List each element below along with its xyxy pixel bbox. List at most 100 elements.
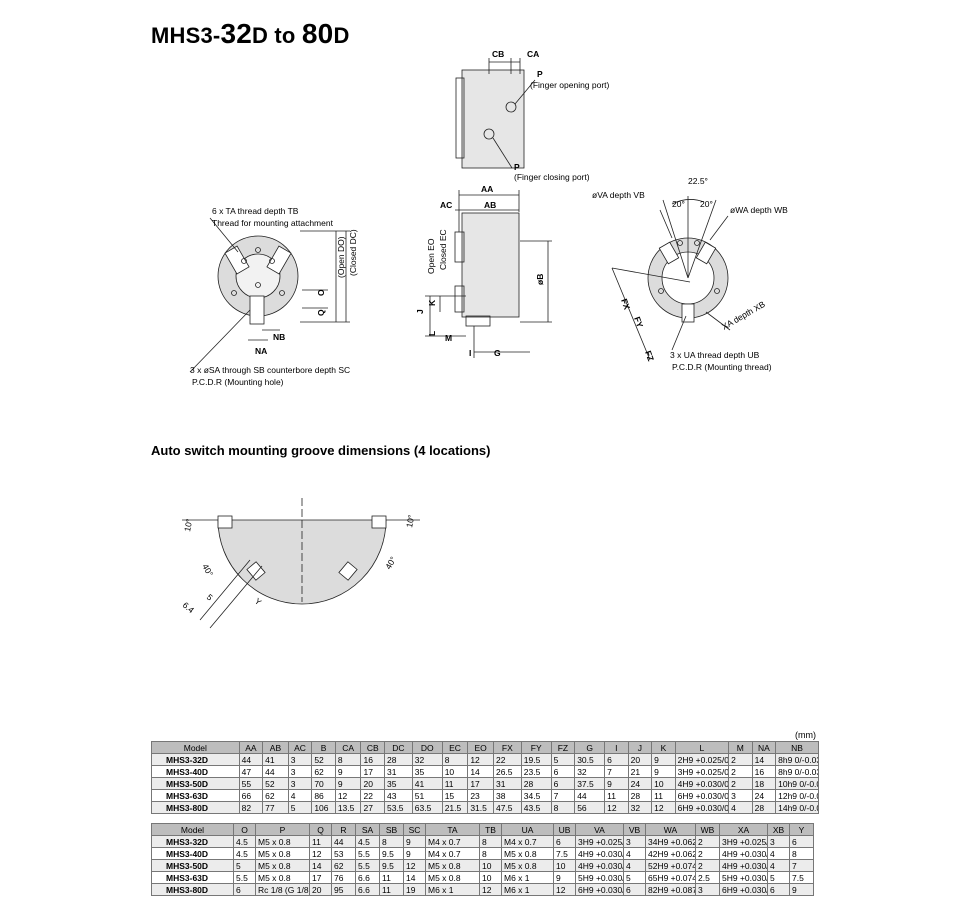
table-cell: 9 — [403, 847, 426, 860]
table-cell: 9 — [604, 777, 629, 790]
opening-port-icon — [505, 101, 517, 113]
table-cell: M5 x 0.8 — [255, 835, 310, 848]
label-open-do: (Open DO) — [336, 236, 346, 278]
table-cell: 4 — [623, 847, 646, 860]
table-cell: 3 — [728, 789, 753, 802]
table-cell: 2 — [728, 765, 753, 778]
label-ta-note2: Thread for mounting attachment — [212, 218, 334, 228]
column-header: M — [728, 741, 753, 754]
table-cell: 17 — [467, 777, 494, 790]
table-cell: 44 — [574, 789, 606, 802]
table-cell: 11 — [651, 789, 676, 802]
column-header: XA — [719, 823, 768, 836]
column-header: FX — [492, 741, 522, 754]
table-cell: 82 — [238, 801, 264, 814]
table-cell: 12 — [334, 789, 362, 802]
table-cell: 14 — [403, 871, 426, 884]
table-cell: 9.5 — [379, 859, 404, 872]
column-header: TB — [479, 823, 502, 836]
table-cell: 8 — [479, 835, 502, 848]
table-cell: 6 — [789, 835, 814, 848]
groove-angle-10b: 10° — [404, 514, 416, 528]
table-cell: M5 x 0.8 — [255, 847, 310, 860]
table-cell: 2 — [728, 753, 753, 766]
groove-dim-5: 5 — [205, 592, 215, 603]
label-finger-opening-port: (Finger opening port) — [530, 80, 610, 90]
column-header: AA — [238, 741, 264, 754]
table-cell: 3 — [623, 835, 646, 848]
closing-port-icon — [483, 128, 495, 140]
table-cell: 2.5 — [695, 871, 720, 884]
table-cell: 3 — [287, 765, 313, 778]
table-cell: 42H9 +0.062/0 — [645, 847, 696, 860]
table-cell: 6H9 +0.030/0 — [719, 883, 768, 896]
table-cell: 14 — [467, 765, 494, 778]
table-cell: 23 — [467, 789, 494, 802]
table-cell: 4H9 +0.030/0 — [719, 859, 768, 872]
label-i: I — [469, 348, 471, 358]
table-cell: 11 — [441, 777, 469, 790]
label-g: G — [494, 348, 501, 358]
column-header: P — [255, 823, 310, 836]
table-cell: 28 — [751, 801, 777, 814]
table-cell: 9 — [334, 777, 362, 790]
table-cell: 10 — [441, 765, 469, 778]
table-cell: 16 — [360, 753, 385, 766]
table-cell: 52H9 +0.074/0 — [645, 859, 696, 872]
table-cell: 6 — [553, 835, 576, 848]
column-header: NB — [775, 741, 819, 754]
table-cell: 5 — [233, 859, 256, 872]
table-cell: 11 — [379, 871, 404, 884]
column-header: R — [331, 823, 356, 836]
column-header: WA — [645, 823, 696, 836]
table-cell: 20 — [627, 753, 653, 766]
table-cell: 66 — [238, 789, 264, 802]
table-cell: 26.5 — [492, 765, 522, 778]
column-header: DC — [383, 741, 413, 754]
column-header: O — [233, 823, 256, 836]
table-cell: 62 — [331, 859, 356, 872]
table-cell: 106 — [311, 801, 336, 814]
label-open-eo: Open EO — [426, 238, 436, 274]
model-cell: MHS3-63D — [151, 871, 234, 884]
model-cell: MHS3-32D — [151, 835, 234, 848]
table-cell: 24 — [627, 777, 653, 790]
title-suffix-from: D — [252, 23, 269, 48]
table-cell: 14h9 0/-0.043 — [775, 801, 819, 814]
table-cell: 10h9 0/-0.036 — [775, 777, 819, 790]
table-cell: 44 — [331, 835, 356, 848]
table-cell: 5.5 — [355, 859, 380, 872]
table-cell: 35 — [411, 765, 443, 778]
table-cell: 5 — [287, 801, 313, 814]
table-cell: 4.5 — [355, 835, 380, 848]
groove-angle-40a: 40° — [200, 562, 215, 578]
label-xa-note: XA depth XB — [720, 299, 767, 332]
table-cell: 4H9 +0.030/0 — [575, 847, 624, 860]
table-cell: 4.5 — [233, 847, 256, 860]
label-angle-20b: 20° — [700, 199, 713, 209]
label-l: L — [427, 331, 437, 336]
table-cell: 41 — [262, 753, 289, 766]
table-cell: 5 — [623, 871, 646, 884]
column-header: TA — [425, 823, 480, 836]
table-cell: 51 — [411, 789, 443, 802]
table-cell: 9 — [334, 765, 362, 778]
table-cell: 28 — [383, 753, 413, 766]
gripper-side-body — [461, 69, 525, 169]
table-cell: 14 — [309, 859, 332, 872]
table-cell: 16 — [751, 765, 777, 778]
table-cell: 70 — [311, 777, 336, 790]
table-cell: 8h9 0/-0.036 — [775, 753, 819, 766]
table-cell: 27 — [360, 801, 385, 814]
column-header: J — [627, 741, 653, 754]
table-cell: 37.5 — [574, 777, 606, 790]
column-header: EC — [441, 741, 469, 754]
label-finger-closing-port: (Finger closing port) — [514, 172, 590, 182]
